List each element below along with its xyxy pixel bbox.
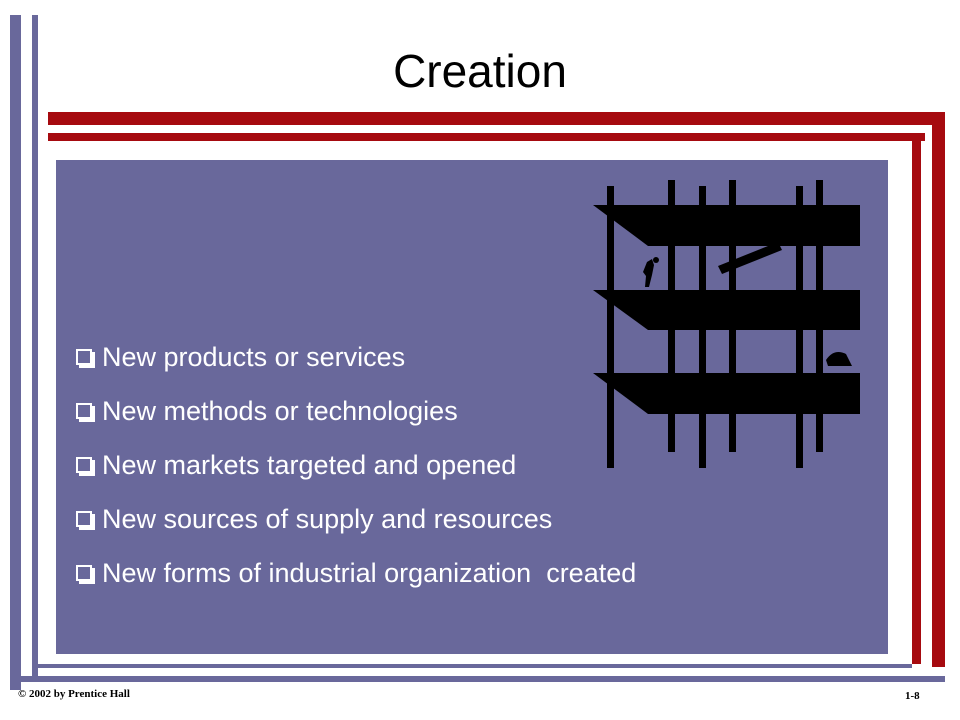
- bullet-text: New forms of industrial organization cre…: [102, 557, 637, 588]
- list-item: New methods or technologies: [76, 384, 636, 438]
- frame-bar-left: [10, 15, 21, 690]
- list-item: New markets targeted and opened: [76, 438, 636, 492]
- red-rule-top-inner: [48, 133, 925, 141]
- bullet-text: New products or services: [102, 341, 406, 372]
- list-item: New forms of industrial organization cre…: [76, 546, 636, 600]
- checkbox-bullet-icon: [76, 403, 92, 419]
- footer-page-number: 1-8: [905, 690, 920, 702]
- footer-copyright: © 2002 by Prentice Hall: [18, 688, 130, 700]
- checkbox-bullet-icon: [76, 457, 92, 473]
- red-rule-top-outer: [48, 112, 945, 125]
- red-rule-right-outer: [932, 112, 945, 667]
- bullet-text: New methods or technologies: [102, 395, 458, 426]
- frame-bar-bottom: [10, 676, 945, 682]
- bullet-list: New products or services New methods or …: [76, 330, 636, 600]
- checkbox-bullet-icon: [76, 349, 92, 365]
- slide-title: Creation: [393, 45, 567, 97]
- list-item: New sources of supply and resources: [76, 492, 636, 546]
- red-rule-right-inner: [912, 133, 921, 664]
- frame-bar-left-thin: [32, 15, 38, 680]
- frame-bar-bottom-thin: [38, 664, 912, 668]
- bullet-text: New sources of supply and resources: [102, 503, 553, 534]
- checkbox-bullet-icon: [76, 565, 92, 581]
- bullet-text: New markets targeted and opened: [102, 449, 517, 480]
- checkbox-bullet-icon: [76, 511, 92, 527]
- building-construction-icon: [593, 180, 860, 468]
- list-item: New products or services: [76, 330, 636, 384]
